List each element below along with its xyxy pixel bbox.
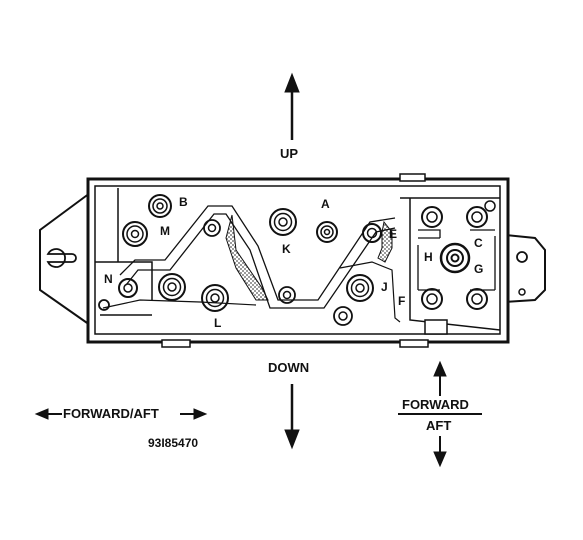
left-section-outline [95,188,153,316]
part-number: 93I85470 [148,436,199,450]
top-clip [399,173,426,182]
trace-3 [102,299,257,309]
aft-arrow [433,436,447,468]
up-label: UP [280,146,299,161]
left-mounting-tab [39,192,91,326]
terminal-k-label: K [282,242,291,256]
bus-bar-shaded-1 [225,214,269,301]
right-tab-hole-icon [516,251,528,263]
bottom-clip-right [399,339,429,348]
terminal-b-label: B [179,195,188,209]
terminal-j-label: J [381,280,388,294]
right-mounting-tab [504,234,546,303]
up-arrow [284,72,300,140]
forward-arrow [433,360,447,396]
down-label: DOWN [268,360,310,375]
keyhole-slot-icon [46,248,77,268]
terminal-e-label: E [389,227,398,241]
forward-aft-horizontal-label: FORWARD/AFT [63,406,159,421]
trace-1 [119,205,396,301]
f-connector-block [424,319,448,335]
terminal-h-label: H [424,250,433,264]
aft-label: AFT [426,418,452,433]
forward-aft-horizontal-arrow [34,408,208,420]
right-section-outline [400,197,501,331]
trace-4 [339,261,401,323]
terminal-c-label: C [474,236,483,250]
forward-label: FORWARD [402,397,469,412]
terminal-n-label: N [104,272,113,286]
bus-bar-shaded-2 [377,220,393,263]
terminal-l-label: L [214,316,222,330]
terminal-f-label: F [398,294,406,308]
bottom-clip-left [161,339,191,348]
down-arrow [284,384,300,450]
terminal-m-label: M [160,224,170,238]
trace-2 [125,213,396,309]
contact-rivets [98,194,496,326]
right-tab-hole-2-icon [518,288,526,296]
switch-housing-inner [94,185,501,335]
terminal-g-label: G [474,262,484,276]
terminal-a-label: A [321,197,330,211]
